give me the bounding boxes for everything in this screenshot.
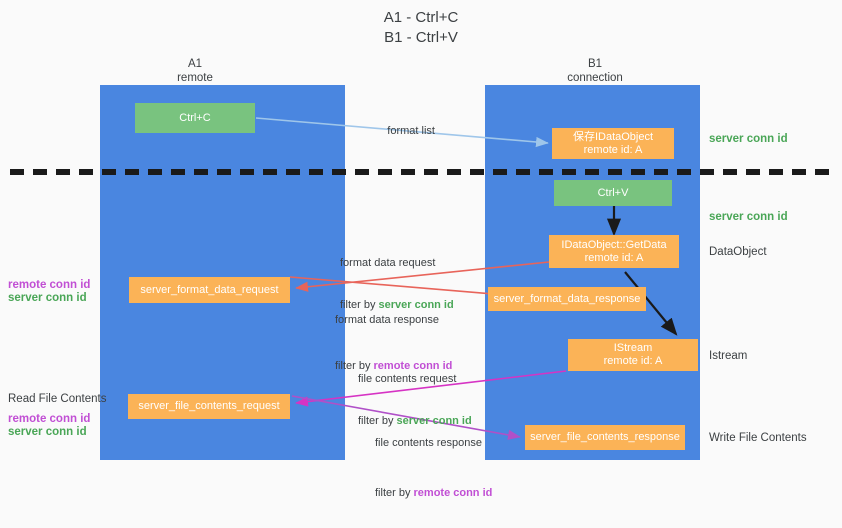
node-server-file-contents-response-label: server_file_contents_response bbox=[530, 431, 680, 443]
column-header-a1-name: A1 bbox=[187, 58, 203, 70]
annotation-left-mid-server-conn-id: server conn id bbox=[8, 292, 87, 304]
title-line-2: B1 - Ctrl+V bbox=[384, 29, 458, 46]
node-server-file-contents-request-label: server_file_contents_request bbox=[138, 400, 280, 412]
filter-prefix: filter by bbox=[340, 299, 379, 311]
edge-label-format-data-request: format data request filter by server con… bbox=[340, 228, 540, 340]
filter-prefix: filter by bbox=[358, 415, 397, 427]
annotation-dataobject: DataObject bbox=[709, 246, 767, 258]
node-server-format-data-request[interactable]: server_format_data_request bbox=[129, 277, 290, 303]
annotation-istream: Istream bbox=[709, 350, 748, 362]
node-ctrl-c-label: Ctrl+C bbox=[179, 111, 211, 124]
filter-prefix: filter by bbox=[335, 360, 374, 372]
edge-label-format-data-response: format data response filter by remote co… bbox=[335, 285, 535, 401]
node-ctrl-c[interactable]: Ctrl+C bbox=[135, 103, 255, 133]
node-save-idataobject[interactable]: 保存IDataObject remote id: A bbox=[552, 128, 674, 159]
node-istream-line1: IStream bbox=[613, 342, 653, 354]
node-server-format-data-response-label: server_format_data_response bbox=[493, 292, 641, 305]
column-header-b1-role: connection bbox=[567, 72, 623, 84]
annotation-write-file-contents: Write File Contents bbox=[709, 432, 807, 444]
filter-value-remote-conn-id: remote conn id bbox=[413, 487, 493, 499]
filter-value-remote-conn-id: remote conn id bbox=[373, 360, 453, 372]
edge-label-format-data-response-filter: filter by remote conn id bbox=[335, 359, 535, 373]
node-save-idataobject-line2: remote id: A bbox=[583, 143, 643, 156]
edge-label-file-contents-request-filter: filter by server conn id bbox=[358, 414, 558, 428]
title-line-1: A1 - Ctrl+C bbox=[383, 9, 459, 26]
edge-label-format-data-request-filter: filter by server conn id bbox=[340, 298, 540, 312]
node-idataobject-getdata[interactable]: IDataObject::GetData remote id: A bbox=[549, 235, 679, 268]
node-server-format-data-response[interactable]: server_format_data_response bbox=[488, 287, 646, 311]
node-server-format-data-request-label: server_format_data_request bbox=[140, 283, 279, 296]
edge-label-file-contents-response: file contents response filter by remote … bbox=[375, 408, 575, 528]
node-istream[interactable]: IStream remote id: A bbox=[568, 339, 698, 371]
annotation-read-file-contents: Read File Contents bbox=[8, 393, 107, 405]
node-server-file-contents-response[interactable]: server_file_contents_response bbox=[525, 425, 685, 450]
edge-label-file-contents-request-main: file contents request bbox=[358, 373, 457, 385]
node-istream-line2: remote id: A bbox=[603, 355, 663, 367]
column-header-b1-name: B1 bbox=[587, 58, 603, 70]
edge-label-format-data-request-main: format data request bbox=[340, 257, 436, 269]
node-ctrl-v-label: Ctrl+V bbox=[597, 186, 629, 199]
annotation-left-mid-remote-conn-id: remote conn id bbox=[8, 279, 91, 291]
annotation-server-conn-id-second: server conn id bbox=[709, 211, 788, 223]
column-header-a1: A1 remote bbox=[120, 57, 270, 85]
edge-label-format-data-response-main: format data response bbox=[335, 314, 439, 326]
edge-label-format-list-text: format list bbox=[387, 125, 435, 137]
diagram-canvas: A1 - Ctrl+C B1 - Ctrl+V A1 remote B1 connec… bbox=[0, 8, 842, 499]
edge-label-format-list: format list bbox=[345, 110, 465, 152]
page-title: A1 - Ctrl+C B1 - Ctrl+V bbox=[0, 8, 842, 48]
annotation-server-conn-id-top: server conn id bbox=[709, 133, 788, 145]
filter-value-server-conn-id: server conn id bbox=[378, 299, 454, 311]
annotation-left-low-server-conn-id: server conn id bbox=[8, 426, 87, 438]
node-idataobject-getdata-line2: remote id: A bbox=[584, 251, 644, 264]
annotation-left-low-remote-conn-id: remote conn id bbox=[8, 413, 91, 425]
node-idataobject-getdata-line1: IDataObject::GetData bbox=[561, 238, 667, 251]
filter-prefix: filter by bbox=[375, 487, 414, 499]
column-header-a1-role: remote bbox=[177, 72, 213, 84]
node-save-idataobject-line1: 保存IDataObject bbox=[572, 130, 654, 143]
column-header-b1: B1 connection bbox=[520, 57, 670, 85]
node-server-file-contents-request[interactable]: server_file_contents_request bbox=[128, 394, 290, 419]
edge-label-file-contents-response-main: file contents response bbox=[375, 437, 483, 449]
filter-value-server-conn-id: server conn id bbox=[396, 415, 472, 427]
edge-label-file-contents-request: file contents request filter by server c… bbox=[358, 344, 558, 456]
edge-label-file-contents-response-filter: filter by remote conn id bbox=[375, 486, 575, 500]
node-ctrl-v[interactable]: Ctrl+V bbox=[554, 180, 672, 206]
